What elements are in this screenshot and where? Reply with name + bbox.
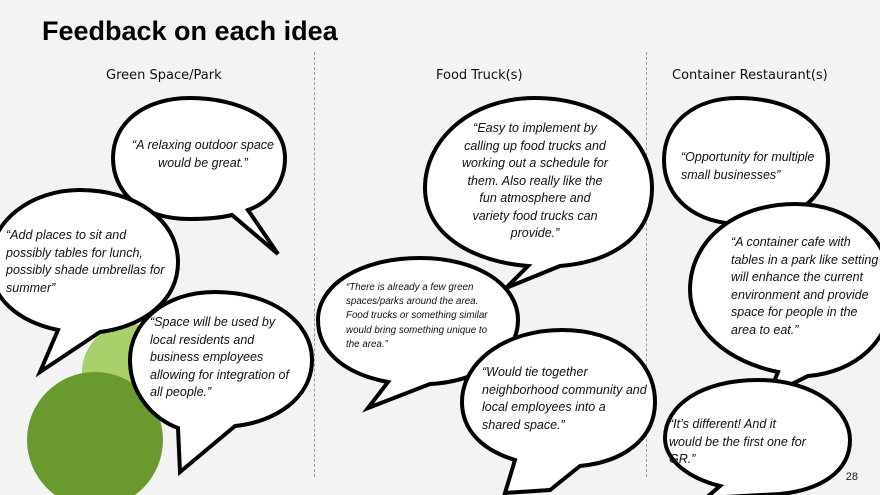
quote-container-cafe: “A container cafe with tables in a park …	[731, 235, 879, 337]
page-title: Feedback on each idea	[42, 16, 338, 46]
speech-bubble-tie-together	[459, 327, 658, 495]
speech-bubble-different	[662, 377, 853, 495]
quote-already-green: “There is already a few green spaces/par…	[346, 282, 488, 350]
column-header-container-restaurants: Container Restaurant(s)	[672, 68, 828, 83]
speech-bubble-used-by-residents	[127, 289, 315, 477]
speech-bubble-already-green	[315, 255, 521, 413]
quote-easy-to-implement: “Easy to implement by calling up food tr…	[462, 121, 608, 240]
column-divider-right	[646, 52, 647, 477]
quote-different: “It’s different! And it would be the fir…	[669, 417, 806, 466]
column-header-food-trucks: Food Truck(s)	[436, 68, 523, 83]
quote-multiple-businesses: “Opportunity for multiple small business…	[681, 150, 815, 182]
quote-relaxing: “A relaxing outdoor space would be great…	[132, 138, 274, 170]
quote-tie-together: “Would tie together neighborhood communi…	[482, 365, 647, 432]
quote-places-to-sit: “Add places to sit and possibly tables f…	[6, 228, 165, 295]
column-header-green-space: Green Space/Park	[106, 68, 222, 83]
quote-used-by-residents: “Space will be used by local residents a…	[150, 315, 289, 399]
column-divider-left	[314, 52, 315, 477]
page-number: 28	[845, 471, 858, 483]
speech-bubble-relaxing	[110, 95, 288, 256]
speech-bubble-places-to-sit	[0, 187, 181, 378]
decorative-circle-dark	[27, 372, 163, 495]
